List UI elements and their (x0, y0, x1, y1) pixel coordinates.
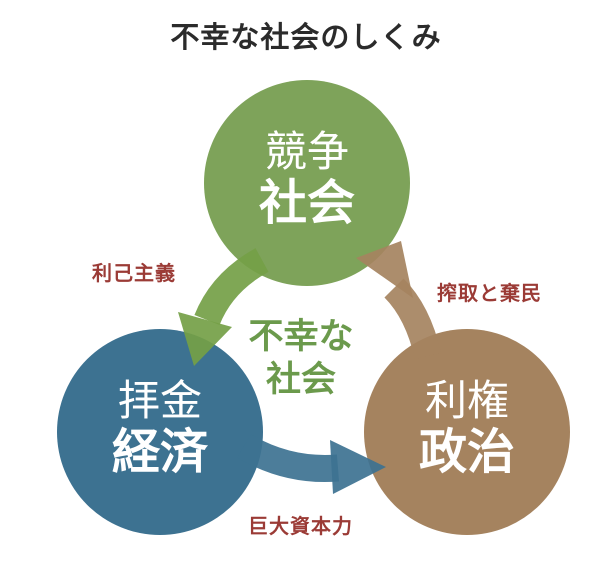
society-circle (204, 80, 410, 286)
node-economy-line1: 拝金 (117, 376, 202, 425)
center-line2: 社会 (265, 359, 336, 400)
arrowhead-economy-to-politics (330, 440, 386, 494)
node-economy: 拝金 経済 (60, 376, 260, 481)
economy-circle (57, 329, 263, 535)
politics-circle (364, 329, 570, 535)
label-selfishness: 利己主義 (92, 261, 176, 285)
arrow-society-to-economy (194, 248, 269, 326)
diagram-title: 不幸な社会のしくみ (170, 20, 442, 54)
label-big-capital: 巨大資本力 (248, 514, 353, 538)
node-economy-line2: 経済 (111, 424, 208, 481)
center-line1: 不幸な (248, 317, 354, 357)
center-text: 不幸な 社会 (236, 316, 366, 401)
node-society-line2: 社会 (258, 175, 355, 232)
label-exploitation: 搾取と棄民 (437, 281, 542, 305)
node-politics-line2: 政治 (418, 424, 515, 481)
node-society-line1: 競争 (264, 127, 349, 176)
node-politics: 利権 政治 (367, 376, 567, 481)
arrow-economy-to-politics (237, 434, 340, 482)
node-politics-line1: 利権 (424, 376, 509, 425)
arrow-politics-to-society (384, 278, 442, 360)
arrowhead-society-to-economy (178, 312, 232, 366)
arrowhead-politics-to-society (356, 241, 413, 298)
node-society: 競争 社会 (207, 127, 407, 232)
